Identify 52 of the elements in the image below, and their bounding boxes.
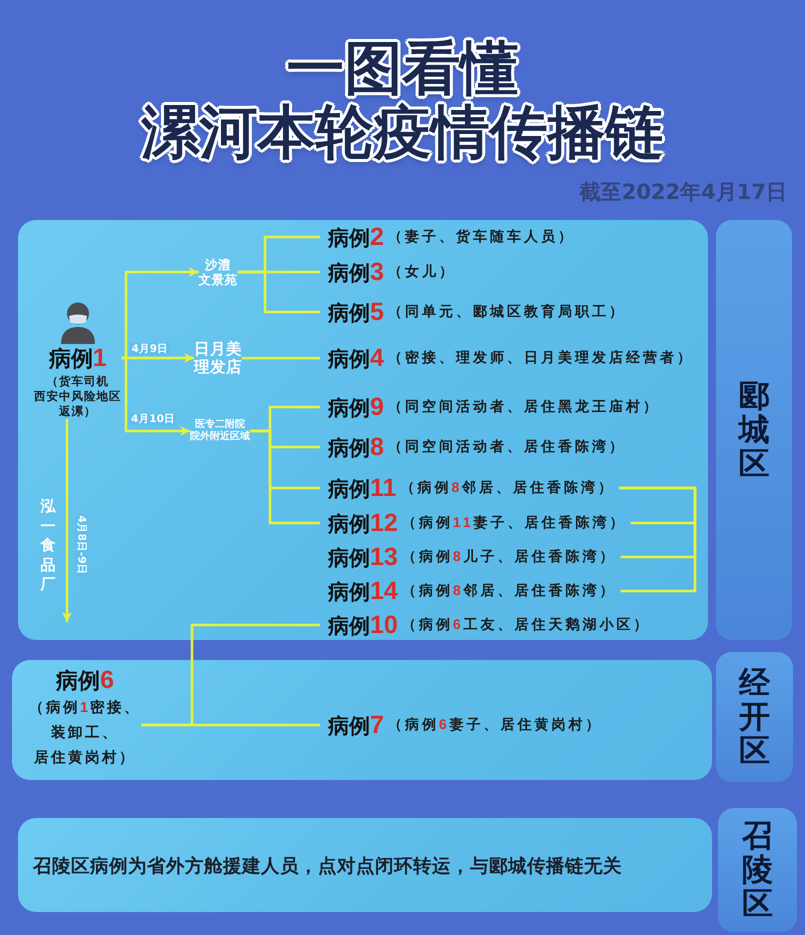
case-name: 病例5 <box>328 298 384 326</box>
case-name: 病例11 <box>328 474 396 502</box>
case-name: 病例4 <box>328 344 384 372</box>
district-tab <box>716 220 792 640</box>
edge-label: 4月9日 <box>130 343 170 355</box>
arrow <box>62 419 72 622</box>
case-detail: （病例1密接、装卸工、居住黄岗村） <box>29 698 142 768</box>
district-tab <box>718 808 797 932</box>
case-detail: （病例6妻子、居住黄岗村） <box>388 716 603 734</box>
case-name: 病例3 <box>328 258 384 286</box>
case-name: 病例2 <box>328 222 384 252</box>
district-tab <box>716 652 793 782</box>
case-name: 病例7 <box>328 710 384 740</box>
case-name: 病例13 <box>328 542 398 572</box>
edge-label: 4月8日-9日 <box>75 513 88 577</box>
case-detail: （密接、理发师、日月美理发店经营者） <box>388 349 694 367</box>
case-detail: （同空间活动者、居住香陈湾） <box>388 438 626 456</box>
arrow <box>122 356 190 436</box>
case-detail: （妻子、货车随车人员） <box>388 228 575 246</box>
title: 一图看懂漯河本轮疫情传播链 <box>140 36 664 164</box>
edge-label: 4月10日 <box>129 413 177 425</box>
case-name: 病例1 <box>48 344 107 374</box>
district-panel <box>12 660 712 780</box>
case-name: 病例14 <box>328 576 398 606</box>
place-name: 医专二附院院外附近区域 <box>190 419 250 443</box>
district-name: 郾城区 <box>738 378 770 482</box>
case-name: 病例9 <box>328 392 384 422</box>
district-name: 召陵区 <box>742 818 773 922</box>
case-detail: （病例8儿子、居住香陈湾） <box>402 548 617 566</box>
connector-line <box>250 430 320 524</box>
case-name: 病例10 <box>328 610 398 640</box>
case-detail: （同空间活动者、居住黑龙王庙村） <box>388 398 660 416</box>
case-name: 病例8 <box>328 432 384 462</box>
district-panel <box>18 220 708 640</box>
place-name: 日月美理发店 <box>194 340 242 377</box>
connector-line <box>238 270 320 314</box>
case-name: 病例12 <box>328 508 398 538</box>
district-panel <box>18 818 712 912</box>
place-label: 泓一食品厂 <box>40 497 56 594</box>
connector-line <box>619 486 696 592</box>
place-name: 沙澧文景苑 <box>198 257 238 287</box>
date-note: 截至2022年4月17日 <box>580 179 787 206</box>
case-detail: （同单元、郾城区教育局职工） <box>388 303 626 321</box>
case-name: 病例6 <box>56 666 114 696</box>
case-detail: （女儿） <box>388 263 456 281</box>
district-name: 经开区 <box>739 666 770 768</box>
connector-line <box>242 356 320 360</box>
connector-line <box>141 624 320 726</box>
case-detail: （病例8邻居、居住香陈湾） <box>402 582 617 600</box>
note-text: 召陵区病例为省外方舱援建人员，点对点闭环转运，与郾城传播链无关 <box>33 854 622 878</box>
case-detail: （病例6工友、居住天鹅湖小区） <box>402 616 651 634</box>
case-detail: （货车司机西安中风险地区返漯） <box>34 374 122 419</box>
